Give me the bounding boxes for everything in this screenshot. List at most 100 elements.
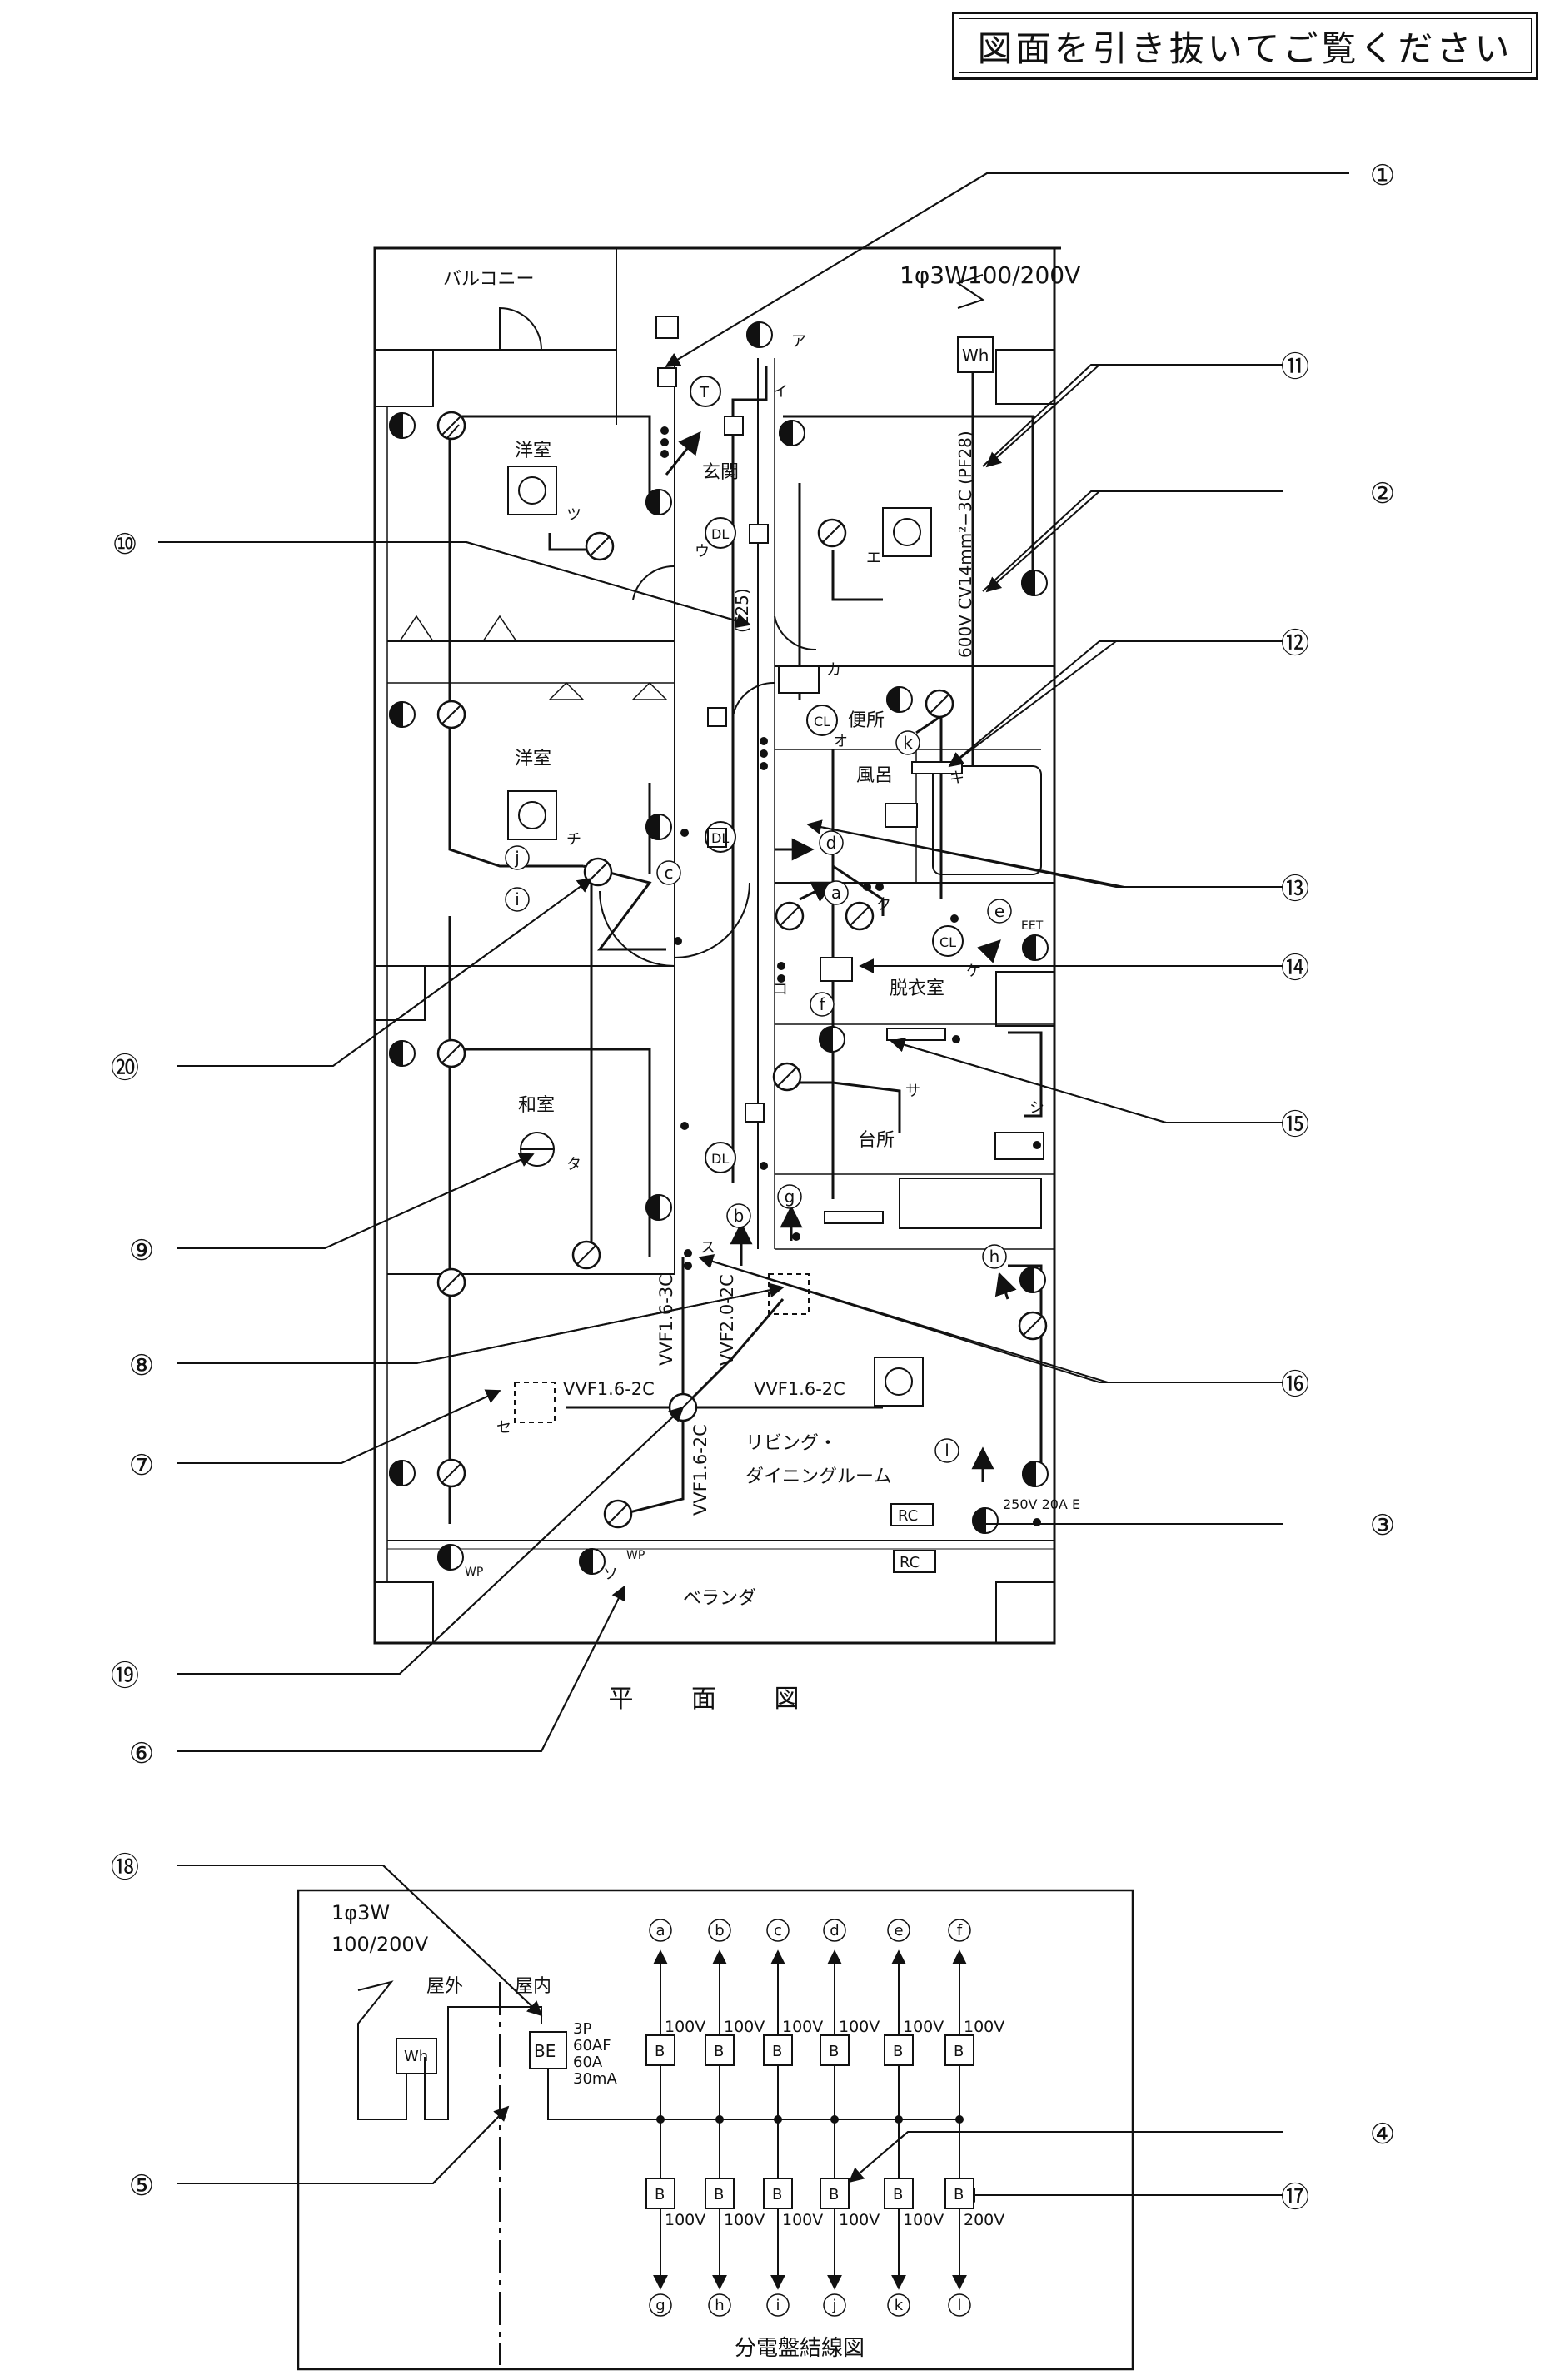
callout-4: ④ xyxy=(1370,2118,1395,2151)
svg-text:100V: 100V xyxy=(782,2211,823,2229)
fixture-label: EET xyxy=(1021,919,1044,933)
svg-text:i: i xyxy=(775,2297,780,2314)
svg-text:ク: ク xyxy=(876,896,891,914)
svg-text:イ: イ xyxy=(773,383,788,401)
callout-1: ① xyxy=(1370,159,1395,192)
fixture-label: CL xyxy=(814,714,830,729)
meter-label: Wh xyxy=(962,346,989,366)
svg-text:100V: 100V xyxy=(903,2211,944,2229)
room-western-1: 洋室 xyxy=(515,441,551,461)
main-breaker-label: BE xyxy=(534,2041,556,2061)
svg-text:B: B xyxy=(829,2043,839,2060)
svg-text:ツ: ツ xyxy=(566,506,581,524)
callout-15: ⑮ xyxy=(1281,1108,1309,1142)
svg-text:l: l xyxy=(957,2297,961,2314)
svg-text:100V: 100V xyxy=(724,2211,765,2229)
main-spec: 3P xyxy=(573,2020,591,2038)
callout-18: ⑱ xyxy=(111,1851,139,1885)
callout-19: ⑲ xyxy=(111,1660,139,1693)
svg-text:タ: タ xyxy=(566,1156,581,1173)
column xyxy=(374,965,426,1021)
callout-markers: ① ② ③ ④ ⑤ ⑥ ⑦ ⑧ ⑨ ⑩ ⑪ ⑫ ⑬ ⑭ ⑮ ⑯ ⑰ ⑱ ⑲ ⑳ xyxy=(111,159,1395,2214)
callout-7: ⑦ xyxy=(129,1449,154,1482)
svg-text:エ: エ xyxy=(866,550,881,567)
callout-12: ⑫ xyxy=(1281,627,1309,660)
rc-box xyxy=(890,1503,934,1526)
panel-supply-2: 100/200V xyxy=(331,1933,429,1956)
svg-text:B: B xyxy=(655,2043,665,2060)
fluorescent xyxy=(824,1211,884,1224)
svg-text:c: c xyxy=(774,1922,782,1939)
svg-text:a: a xyxy=(831,883,841,903)
downlight xyxy=(705,517,736,549)
column xyxy=(995,971,1055,1027)
svg-text:B: B xyxy=(954,2043,964,2060)
svg-text:e: e xyxy=(994,901,1004,921)
svg-text:k: k xyxy=(903,733,913,753)
callout-10: ⑩ xyxy=(112,528,137,561)
room-dressing: 脱衣室 xyxy=(890,978,944,999)
fixture-label: DL xyxy=(711,1151,729,1167)
panel-labels: 1φ3W 100/200V 屋外 屋内 Wh BE 3P 60AF 60A 30… xyxy=(331,1901,1004,2229)
rc-box xyxy=(893,1550,936,1573)
svg-text:シ: シ xyxy=(1029,1099,1044,1117)
plan-circuit-tags: a b c d e f g h i j k l xyxy=(505,730,1012,1463)
svg-text:100V: 100V xyxy=(782,2018,823,2036)
svg-text:d: d xyxy=(830,1922,839,1939)
svg-text:チ: チ xyxy=(566,831,581,849)
column xyxy=(995,349,1055,405)
svg-text:g: g xyxy=(785,1187,795,1207)
svg-text:ア: ア xyxy=(791,333,806,351)
svg-text:キ: キ xyxy=(949,769,964,787)
downlight xyxy=(705,1142,736,1173)
dashed-box xyxy=(514,1382,556,1423)
svg-text:コ: コ xyxy=(773,981,788,998)
ceiling-light xyxy=(507,790,557,840)
plan-fixtures xyxy=(507,316,1044,1573)
ceiling-light-cl xyxy=(932,925,964,957)
callout-9: ⑨ xyxy=(129,1234,154,1267)
circuit-arrows xyxy=(665,431,1017,1482)
room-bath: 風呂 xyxy=(856,765,893,786)
room-western-2: 洋室 xyxy=(515,749,551,769)
ceiling-light xyxy=(507,466,557,515)
callout-5: ⑤ xyxy=(129,2169,154,2203)
main-breaker xyxy=(529,2031,567,2069)
svg-text:B: B xyxy=(772,2043,782,2060)
svg-text:カ: カ xyxy=(826,661,841,679)
svg-text:h: h xyxy=(989,1247,1000,1267)
main-spec: 60A xyxy=(573,2054,603,2071)
room-balcony: バルコニー xyxy=(443,269,535,290)
svg-text:B: B xyxy=(655,2186,665,2203)
wire-label: VVF1.6-2C xyxy=(563,1379,655,1399)
column xyxy=(374,349,434,407)
callout-leaders xyxy=(158,172,1349,2196)
room-toilet: 便所 xyxy=(848,710,885,731)
room-veranda: ベランダ xyxy=(683,1588,756,1609)
bath-tub xyxy=(932,765,1042,875)
svg-text:l: l xyxy=(944,1441,949,1461)
wiring-lines xyxy=(448,366,1043,1524)
svg-text:f: f xyxy=(819,994,825,1014)
bus-junctions xyxy=(656,2115,964,2124)
fixture-label: CL xyxy=(939,934,956,950)
fixture-label: WP xyxy=(626,1549,645,1562)
svg-text:100V: 100V xyxy=(903,2018,944,2036)
svg-text:b: b xyxy=(734,1206,745,1226)
timer-t xyxy=(690,376,721,407)
main-cable-label: 600V CV14mm²−3C (PF28) xyxy=(955,431,975,658)
plan-title: 平 面 図 xyxy=(608,1685,824,1714)
svg-text:100V: 100V xyxy=(964,2018,1004,2036)
callout-8: ⑧ xyxy=(129,1349,154,1382)
panel-meter xyxy=(396,2038,437,2074)
room-entrance: 玄関 xyxy=(702,462,739,483)
callout-11: ⑪ xyxy=(1281,351,1309,384)
svg-text:100V: 100V xyxy=(839,2018,880,2036)
fixture-label: RC xyxy=(900,1554,920,1571)
svg-text:ウ: ウ xyxy=(695,543,710,560)
svg-text:200V: 200V xyxy=(964,2211,1004,2229)
svg-text:g: g xyxy=(655,2297,665,2314)
fixture-label: T xyxy=(699,384,710,401)
meter-box xyxy=(957,336,994,373)
wire-label: VVF2.0-2C xyxy=(717,1274,737,1366)
